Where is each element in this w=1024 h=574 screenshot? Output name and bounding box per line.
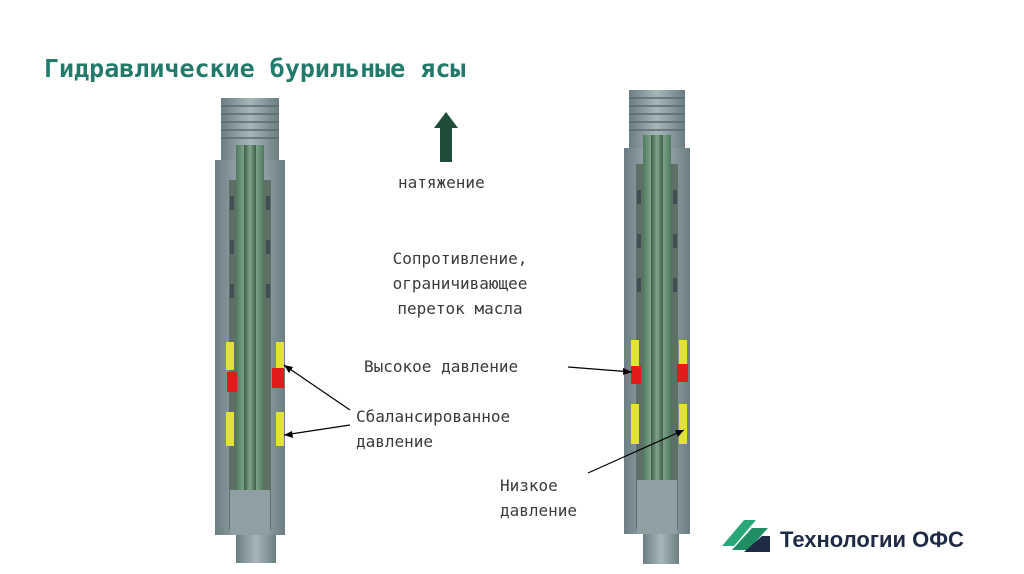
balanced-line-2: давление <box>356 432 434 451</box>
resistance-label: Сопротивление, ограничивающее переток ма… <box>352 246 568 321</box>
leader-low-pressure <box>587 429 685 474</box>
leader-high-pressure <box>567 366 633 373</box>
right-seal-upper-left <box>631 340 639 366</box>
right-high-pressure-right <box>677 364 688 382</box>
company-logo: Технологии ОФС <box>722 513 1002 563</box>
left-jar-tool <box>215 98 285 563</box>
tension-label: натяжение <box>398 173 485 192</box>
ofs-logo-icon <box>722 520 770 552</box>
right-seal-lower-left <box>631 404 639 444</box>
page-title: Гидравлические бурильные ясы <box>44 54 466 83</box>
right-high-pressure-left <box>631 366 641 384</box>
right-jar-tool <box>624 90 690 564</box>
right-seal-lower-right <box>679 404 687 444</box>
leader-balanced-upper <box>283 364 351 411</box>
low-line-1: Низкое <box>500 476 558 495</box>
balanced-pressure-label: Сбалансированное давление <box>356 404 510 454</box>
left-seal-upper-right <box>276 342 284 370</box>
resistance-line-2: ограничивающее <box>392 274 528 293</box>
logo-text: Технологии ОФС <box>780 527 964 552</box>
left-seal-upper-left <box>226 342 234 370</box>
left-seal-lower-left <box>226 412 234 446</box>
low-line-2: давление <box>500 501 578 520</box>
left-high-pressure-right <box>272 368 284 388</box>
right-bottom-pin <box>643 534 679 564</box>
high-pressure-label: Высокое давление <box>364 357 519 376</box>
leader-balanced-lower <box>283 424 351 436</box>
left-high-pressure-left <box>227 372 237 392</box>
tension-arrow-icon <box>434 112 458 162</box>
left-seal-lower-right <box>276 412 284 446</box>
balanced-line-1: Сбалансированное <box>356 407 511 426</box>
low-pressure-label: Низкое давление <box>500 473 577 523</box>
right-seal-upper-right <box>679 340 687 366</box>
left-bottom-pin <box>236 535 276 563</box>
resistance-line-1: Сопротивление, <box>392 249 528 268</box>
resistance-line-3: переток масла <box>397 299 523 318</box>
